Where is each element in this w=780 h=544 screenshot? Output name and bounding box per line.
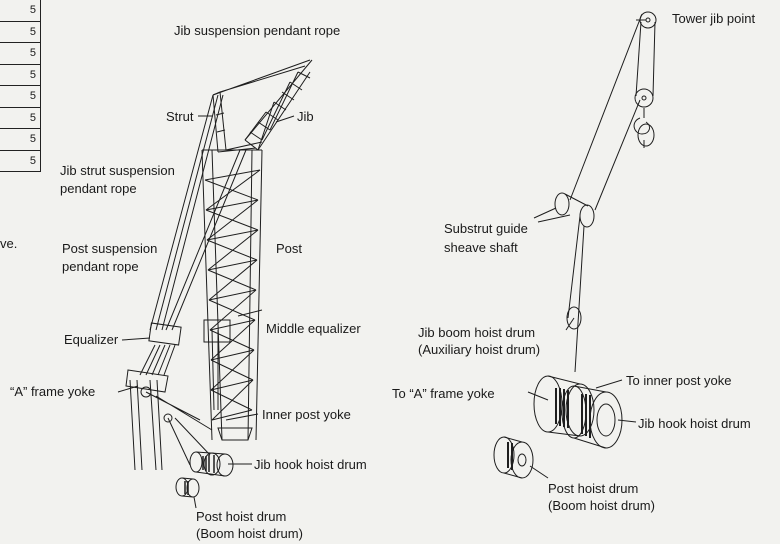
label-post-hoist-drum-left-line1: Post hoist drum bbox=[196, 509, 287, 524]
label-jib-boom-hoist-line2: (Auxiliary hoist drum) bbox=[418, 342, 541, 357]
label-substrut-line1: Substrut guide bbox=[444, 221, 528, 236]
jib-boom-hoist-drum bbox=[533, 375, 595, 437]
label-jib-hook-hoist-drum-left: Jib hook hoist drum bbox=[254, 457, 367, 472]
jib-hook-hoist-drum-right bbox=[561, 385, 623, 449]
substrut-sheaves bbox=[537, 99, 641, 373]
label-to-a-frame-yoke: To “A” frame yoke bbox=[392, 386, 495, 401]
label-post-hoist-drum-right-line2: (Boom hoist drum) bbox=[548, 498, 655, 513]
label-jib-boom-hoist-line1: Jib boom hoist drum bbox=[418, 325, 536, 340]
label-jib-strut-suspension-line2: pendant rope bbox=[60, 181, 137, 196]
jib-hook-hoist-drum-left bbox=[189, 451, 234, 477]
label-strut: Strut bbox=[166, 109, 194, 124]
label-post-suspension-line1: Post suspension bbox=[62, 241, 158, 256]
label-jib-suspension-pendant-rope: Jib suspension pendant rope bbox=[174, 23, 341, 38]
label-post-hoist-drum-left-line2: (Boom hoist drum) bbox=[196, 526, 303, 541]
label-to-inner-post-yoke: To inner post yoke bbox=[626, 373, 732, 388]
label-equalizer: Equalizer bbox=[64, 332, 119, 347]
post-hoist-drum-left bbox=[175, 477, 200, 498]
label-post-hoist-drum-right-line1: Post hoist drum bbox=[548, 481, 639, 496]
table-cell: 5 bbox=[0, 108, 40, 129]
label-a-frame-yoke: “A” frame yoke bbox=[10, 384, 96, 399]
table-cell: 5 bbox=[0, 86, 40, 108]
table-cell: 5 bbox=[0, 0, 40, 22]
label-jib-hook-hoist-drum-right: Jib hook hoist drum bbox=[638, 416, 751, 431]
label-tower-jib-point: Tower jib point bbox=[672, 11, 756, 26]
strut-structure bbox=[212, 59, 311, 153]
table-cell: 5 bbox=[0, 129, 40, 151]
label-inner-post-yoke: Inner post yoke bbox=[262, 407, 351, 422]
label-jib-strut-suspension-line1: Jib strut suspension bbox=[60, 163, 175, 178]
post-hoist-drum-right bbox=[493, 436, 534, 479]
label-substrut-line2: sheave shaft bbox=[444, 240, 518, 255]
tower-jib-point-sheaves bbox=[569, 11, 657, 201]
label-post: Post bbox=[276, 241, 303, 256]
middle-equalizer-block bbox=[203, 319, 231, 343]
table-cell: 5 bbox=[0, 22, 40, 43]
label-jib: Jib bbox=[297, 109, 314, 124]
pendant-ropes bbox=[139, 94, 247, 411]
post-structure bbox=[201, 149, 263, 441]
equalizer-block bbox=[148, 322, 182, 346]
label-post-suspension-line2: pendant rope bbox=[62, 259, 139, 274]
jib-structure bbox=[244, 59, 313, 151]
table-cell: 5 bbox=[0, 43, 40, 65]
table-cell: 5 bbox=[0, 65, 40, 86]
label-middle-equalizer: Middle equalizer bbox=[266, 321, 361, 336]
table-note: ve. bbox=[0, 236, 18, 251]
table-fragment: 5 5 5 5 5 5 5 5 bbox=[0, 0, 41, 172]
table-cell: 5 bbox=[0, 151, 40, 172]
a-frame bbox=[125, 369, 213, 471]
